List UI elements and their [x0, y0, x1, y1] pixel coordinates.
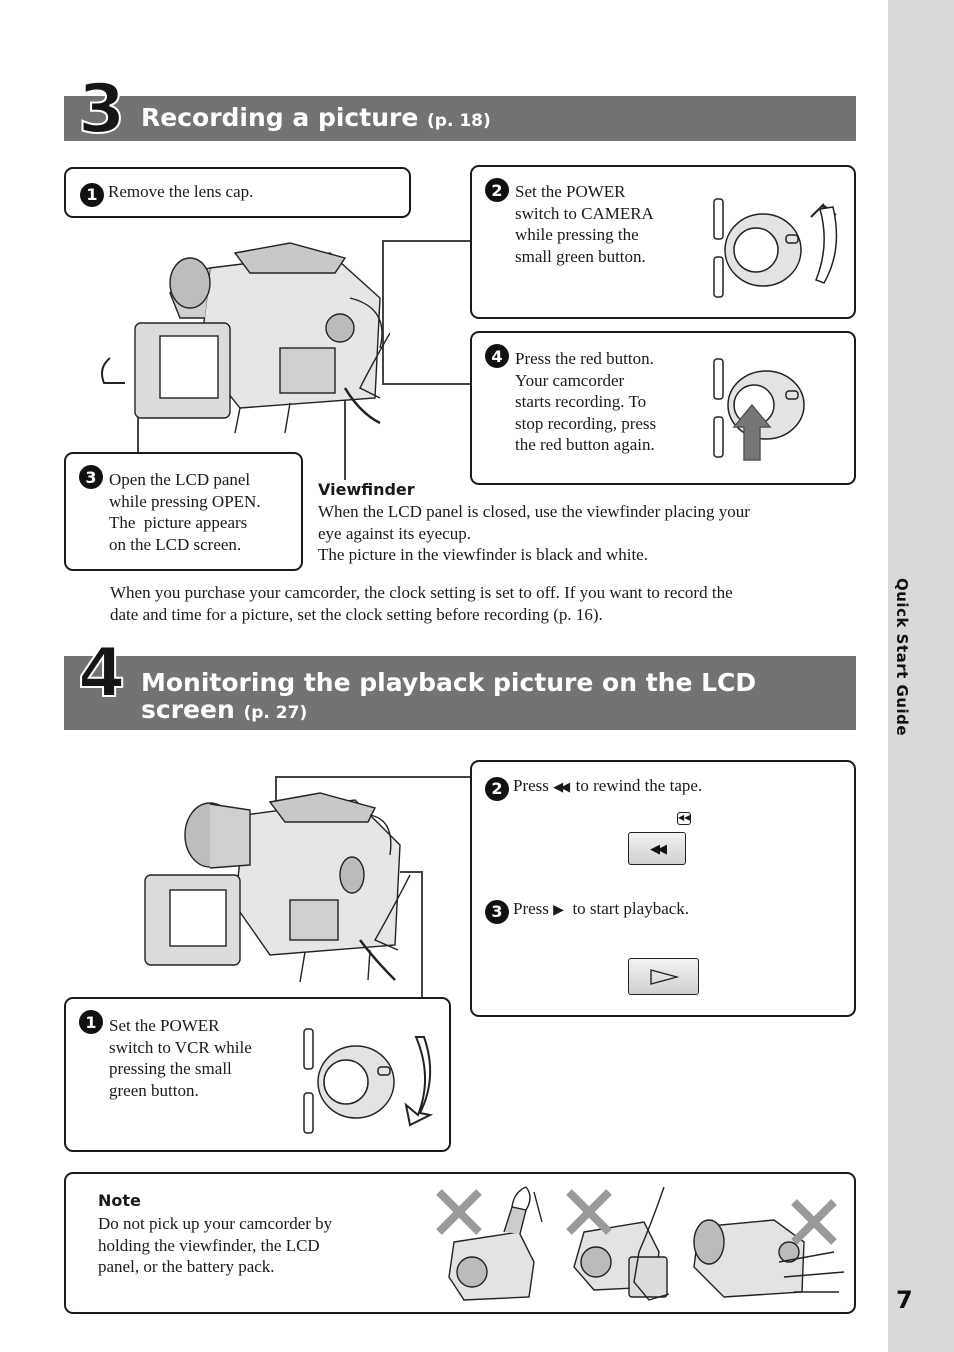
step-badge: 4 [485, 344, 509, 368]
red-button-press-illustration [713, 358, 805, 461]
camcorder-playback-illustration [144, 792, 411, 983]
note-line: panel, or the battery pack. [98, 1257, 275, 1276]
connector-line [382, 383, 472, 385]
section-4-title-line2: screen (p. 27) [141, 696, 821, 727]
section-4-page-ref: (p. 27) [243, 703, 308, 723]
step-play-pre: Press [513, 899, 549, 918]
section-4-title: Monitoring the playback picture on the L… [141, 669, 821, 727]
connector-line [382, 240, 472, 242]
play-icon: ▶ [553, 903, 564, 918]
section-3-number: 3 [77, 70, 126, 149]
rewind-icon: ◀◀ [650, 840, 667, 856]
step-2-line: while pressing the [515, 225, 639, 244]
incorrect-handling-illustrations [436, 1186, 845, 1301]
step-badge: 3 [485, 899, 509, 924]
viewfinder-text: When the LCD panel is closed, use the vi… [318, 501, 750, 566]
step-badge: 3 [79, 465, 103, 489]
step-4-text: Press the red button. Your camcorder sta… [515, 348, 656, 456]
step-4-line: Your camcorder [515, 370, 625, 390]
camcorder-lcd-open-illustration [100, 242, 390, 434]
connector-line [382, 240, 384, 385]
step-2-line: Set the POWER [515, 182, 626, 201]
section-4-title-line2-text: screen [141, 695, 235, 724]
connector-line [344, 400, 346, 480]
connector-line [137, 395, 139, 455]
rewind-icon: ◀◀ [553, 779, 570, 794]
note-line: holding the viewfinder, the LCD [98, 1235, 320, 1255]
section-4-title-line1: Monitoring the playback picture on the L… [141, 668, 757, 697]
step-2-line: switch to CAMERA [515, 203, 654, 223]
section-3-page-ref: (p. 18) [427, 111, 491, 131]
step-1-vcr-line: switch to VCR while [109, 1037, 252, 1057]
viewfinder-line: When the LCD panel is closed, use the vi… [318, 502, 750, 521]
step-1-label: Remove the lens cap. [108, 182, 254, 201]
step-badge: 2 [485, 776, 509, 801]
note-panel: Note Do not pick up your camcorder by ho… [64, 1172, 856, 1314]
step-rewind-pre: Press [513, 776, 549, 795]
connector-line [275, 776, 472, 778]
play-outline-icon [649, 968, 679, 985]
step-1-vcr-line: pressing the small [109, 1059, 232, 1078]
step-4-line: Press the red button. [515, 349, 654, 368]
step-4-press-red-button: 4 Press the red button. Your camcorder s… [470, 331, 856, 485]
viewfinder-heading: Viewfinder [318, 480, 415, 499]
connector-line [400, 871, 422, 873]
section-4-number: 4 [77, 634, 126, 713]
step-3-line: The picture appears [109, 513, 248, 532]
step-4-line: the red button again. [515, 435, 655, 454]
page-number: 7 [896, 1286, 913, 1314]
power-switch-up-illustration [713, 198, 838, 298]
step-3-line: while pressing OPEN. [109, 491, 261, 511]
section-3-header: 3 Recording a picture (p. 18) [64, 75, 856, 145]
rewind-indicator-icon: ◀◀ [677, 812, 691, 825]
sidebar-tab [888, 0, 954, 1352]
connector-line [275, 776, 277, 806]
step-1-vcr-line: Set the POWER [109, 1016, 220, 1035]
hold-battery-pack-wrong-illustration [693, 1219, 845, 1298]
step-1-vcr-line: green button. [109, 1080, 199, 1100]
section-3-title-text: Recording a picture [141, 103, 419, 132]
note-text: Do not pick up your camcorder by holding… [98, 1213, 332, 1278]
step-2-text: Set the POWER switch to CAMERA while pre… [515, 181, 654, 267]
viewfinder-line: The picture in the viewfinder is black a… [318, 545, 648, 564]
note-line: Do not pick up your camcorder by [98, 1214, 333, 1233]
step-2-line: small green button. [515, 246, 646, 266]
hold-lcd-panel-wrong-illustration [573, 1186, 670, 1301]
section-4-header: 4 Monitoring the playback picture on the… [64, 639, 856, 730]
step-3-open-lcd-panel: 3 Open the LCD panel while pressing OPEN… [64, 452, 303, 571]
step-3-text: Open the LCD panel while pressing OPEN. … [109, 469, 261, 555]
step-2-power-camera: 2 Set the POWER switch to CAMERA while p… [470, 165, 856, 319]
sidebar-label: Quick Start Guide [893, 578, 911, 737]
step-play-post: to start playback. [572, 899, 690, 918]
clock-note-line: date and time for a picture, set the clo… [110, 604, 603, 624]
connector-line [421, 871, 423, 999]
step-3-line: on the LCD screen. [109, 534, 242, 554]
step-badge: 2 [485, 178, 509, 202]
step-1-power-vcr: 1 Set the POWER switch to VCR while pres… [64, 997, 451, 1152]
section-3-title: Recording a picture (p. 18) [141, 104, 491, 135]
step-rewind-post: to rewind the tape. [575, 776, 703, 795]
viewfinder-line: eye against its eyecup. [318, 523, 471, 543]
step-badge: 1 [79, 1010, 103, 1034]
rewind-button[interactable]: ◀◀ [628, 832, 686, 865]
step-4-line: starts recording. To [515, 392, 647, 411]
clock-note-line: When you purchase your camcorder, the cl… [110, 583, 733, 602]
note-heading: Note [98, 1191, 141, 1210]
step-3-line: Open the LCD panel [109, 470, 251, 489]
clock-setting-note: When you purchase your camcorder, the cl… [110, 582, 733, 625]
step-4-line: stop recording, press [515, 413, 657, 433]
power-switch-down-illustration [303, 1028, 434, 1134]
play-button[interactable] [628, 958, 699, 995]
step-1-vcr-text: Set the POWER switch to VCR while pressi… [109, 1015, 252, 1101]
step-badge: 1 [80, 182, 104, 207]
hold-viewfinder-wrong-illustration [448, 1186, 543, 1301]
